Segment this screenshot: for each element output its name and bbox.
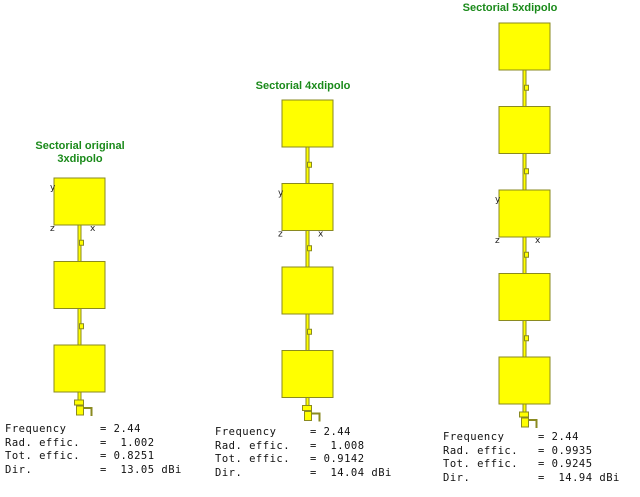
result-value: = 2.44: [100, 423, 141, 435]
tuning-stub: [524, 335, 529, 342]
dipole-patch: [498, 22, 551, 71]
result-value: = 14.04 dBi: [310, 466, 392, 479]
result-label: Rad. effic.: [5, 436, 81, 449]
result-label: Rad. effic.: [215, 439, 291, 452]
title-antenna-1: Sectorial original 3xdipolo: [20, 140, 140, 166]
connector-wire: [83, 407, 93, 416]
tuning-stub: [307, 161, 312, 168]
result-value: = 1.008: [310, 439, 365, 452]
axis-label-x: x: [318, 230, 324, 240]
tuning-stub: [307, 328, 312, 335]
result-value: = 0.9245: [538, 458, 593, 470]
result-row: Rad. effic. = 1.008: [215, 440, 392, 454]
result-value: = 14.94 dBi: [538, 471, 620, 484]
tuning-stub: [524, 251, 529, 258]
axis-label-z: z: [50, 224, 55, 234]
result-row: Frequency = 2.44: [215, 426, 392, 440]
connector-wire: [528, 419, 538, 428]
result-label: Tot. effic.: [215, 453, 291, 465]
tuning-stub: [79, 239, 84, 246]
title-antenna-3: Sectorial 5xdipolo: [450, 2, 570, 15]
results-antenna-1: Frequency = 2.44 Rad. effic. = 1.002 Tot. …: [5, 423, 182, 477]
axis-label-y: y: [495, 195, 501, 205]
result-label: Tot. effic.: [5, 450, 81, 462]
axis-label-z: z: [278, 230, 283, 240]
result-value: = 0.9142: [310, 453, 365, 465]
dipole-patch: [498, 273, 551, 321]
result-value: = 0.8251: [100, 450, 155, 462]
result-label: Dir.: [443, 471, 471, 484]
result-row: Dir. = 14.94 dBi: [443, 472, 620, 486]
dipole-patch: [53, 261, 106, 309]
connector-body: [304, 411, 312, 421]
result-label: Dir.: [215, 466, 243, 479]
connector-body: [521, 417, 529, 428]
dipole-patch: [53, 177, 106, 226]
dipole-patch: [53, 344, 106, 393]
result-row: Tot. effic. = 0.9142: [215, 453, 392, 467]
connector-flange: [519, 411, 529, 418]
dipole-patch: [498, 189, 551, 238]
connector-flange: [302, 405, 312, 411]
result-row: Tot. effic. = 0.8251: [5, 450, 182, 464]
result-row: Rad. effic. = 0.9935: [443, 445, 620, 459]
result-value: = 1.002: [100, 436, 155, 449]
axis-label-y: y: [50, 183, 56, 193]
result-value: = 2.44: [310, 426, 351, 438]
title-line-1: Sectorial 5xdipolo: [462, 2, 558, 14]
connector-body: [76, 405, 84, 416]
dipole-patch: [281, 183, 334, 231]
dipole-patch: [498, 356, 551, 405]
result-row: Frequency = 2.44: [5, 423, 182, 437]
result-value: = 2.44: [538, 431, 579, 443]
result-row: Frequency = 2.44: [443, 431, 620, 445]
dipole-patch: [281, 350, 334, 398]
tuning-stub: [79, 323, 84, 330]
result-row: Tot. effic. = 0.9245: [443, 458, 620, 472]
result-label: Frequency: [443, 431, 505, 443]
dipole-patch: [281, 99, 334, 148]
connector-wire: [311, 412, 321, 422]
dipole-patch: [281, 266, 334, 315]
result-label: Frequency: [5, 423, 67, 435]
result-label: Tot. effic.: [443, 458, 519, 470]
title-line-1: Sectorial 4xdipolo: [255, 80, 351, 92]
title-line-1: Sectorial original: [35, 140, 125, 152]
connector-flange: [74, 399, 84, 406]
result-row: Rad. effic. = 1.002: [5, 437, 182, 451]
result-label: Dir.: [5, 463, 33, 476]
dipole-patch: [498, 106, 551, 154]
result-row: Dir. = 14.04 dBi: [215, 467, 392, 481]
results-antenna-2: Frequency = 2.44 Rad. effic. = 1.008 Tot. …: [215, 426, 392, 480]
result-label: Frequency: [215, 426, 277, 438]
axis-label-x: x: [90, 224, 96, 234]
title-antenna-2: Sectorial 4xdipolo: [243, 80, 363, 93]
axis-label-z: z: [495, 236, 500, 246]
tuning-stub: [524, 168, 529, 175]
axis-label-y: y: [278, 189, 284, 199]
tuning-stub: [307, 245, 312, 252]
result-value: = 0.9935: [538, 444, 593, 457]
results-antenna-3: Frequency = 2.44 Rad. effic. = 0.9935 Tot.…: [443, 431, 620, 485]
axis-label-x: x: [535, 236, 541, 246]
result-label: Rad. effic.: [443, 444, 519, 457]
tuning-stub: [524, 84, 529, 91]
result-row: Dir. = 13.05 dBi: [5, 464, 182, 478]
result-value: = 13.05 dBi: [100, 463, 182, 476]
title-line-2: 3xdipolo: [57, 153, 103, 165]
